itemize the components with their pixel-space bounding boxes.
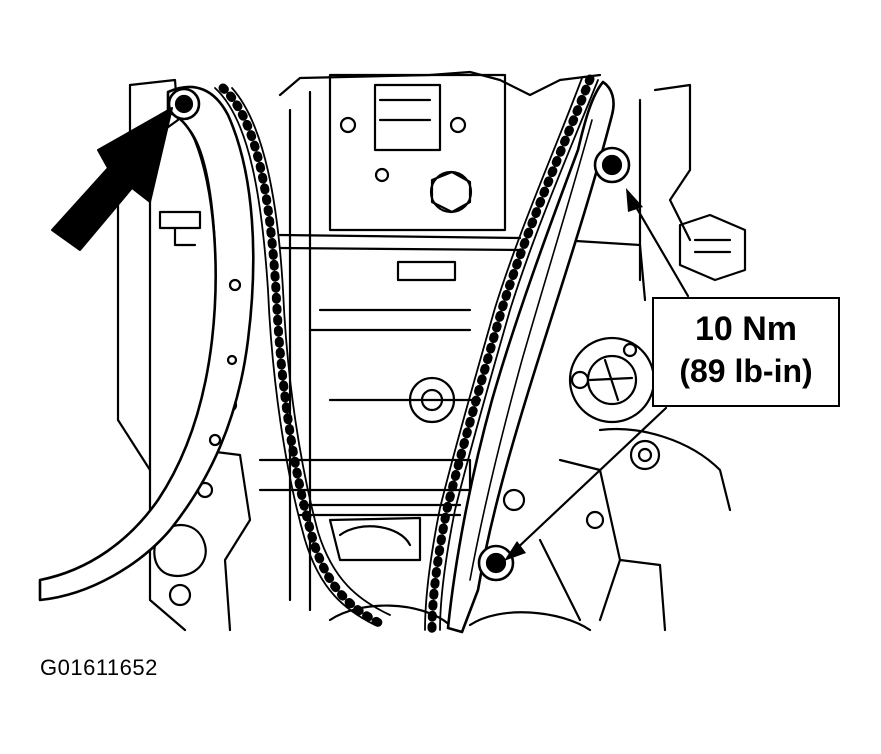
torque-callout: 10 Nm (89 lb-in) (652, 297, 840, 407)
torque-imperial-label: (89 lb-in) (679, 353, 813, 389)
right-chain-guide (446, 80, 631, 634)
torque-leader-arrowheads (504, 188, 643, 561)
torque-leader-lines (510, 198, 690, 555)
left-tensioner-arm (38, 85, 255, 602)
arrowhead-upper (626, 188, 643, 212)
arrowhead-lower (504, 541, 526, 561)
left-timing-chain (214, 83, 391, 630)
figure-id: G01611652 (40, 655, 158, 680)
torque-metric-label: 10 Nm (694, 310, 798, 348)
right-timing-chain (424, 74, 599, 635)
engine-block (116, 70, 747, 632)
pivot-bolt-pointer-arrow (51, 107, 173, 251)
